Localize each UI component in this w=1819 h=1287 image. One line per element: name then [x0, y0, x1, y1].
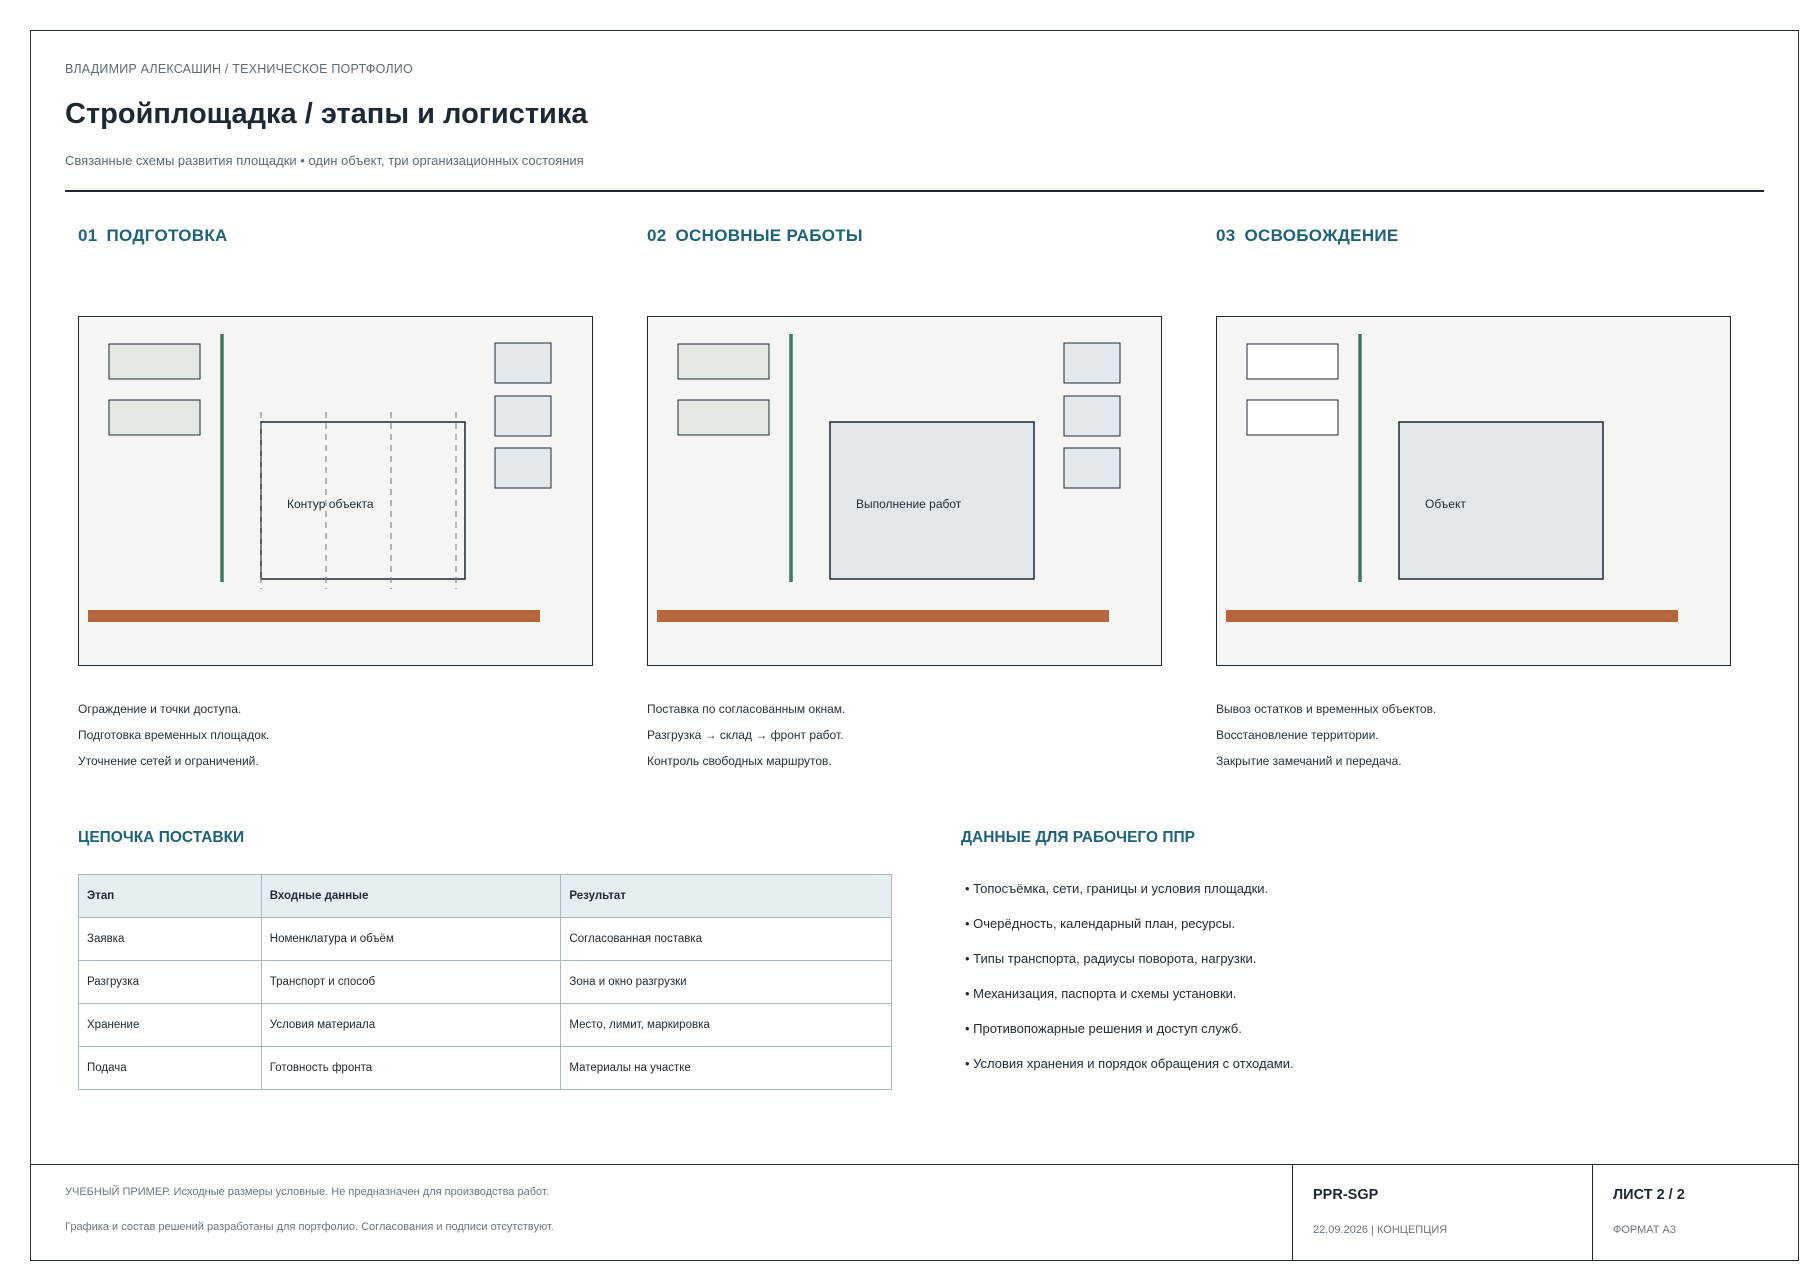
- building-label: Объект: [1425, 497, 1466, 511]
- author-breadcrumb: ВЛАДИМИР АЛЕКСАШИН / ТЕХНИЧЕСКОЕ ПОРТФОЛ…: [65, 62, 413, 76]
- table-cell: Номенклатура и объём: [260, 917, 562, 961]
- site-cabin: [494, 447, 552, 489]
- site-plan-main-works: Выполнение работ: [647, 316, 1162, 666]
- phase-panel-release: 03 ОСВОБОЖДЕНИЕ Объект Вывоз остатков и в…: [1216, 226, 1731, 768]
- title-block-code-cell: PPR-SGP 22.09.2026 | КОНЦЕПЦИЯ: [1292, 1165, 1592, 1261]
- site-cabin: [494, 395, 552, 437]
- table-cell: Хранение: [78, 1003, 262, 1047]
- access-road: [88, 610, 540, 622]
- drawing-sheet-frame: [30, 30, 1799, 1261]
- phase-note: Подготовка временных площадок.: [78, 728, 270, 742]
- phase-notes: Вывоз остатков и временных объектов. Вос…: [1216, 701, 1436, 779]
- title-block: УЧЕБНЫЙ ПРИМЕР. Исходные размеры условны…: [30, 1164, 1799, 1261]
- ppr-data-title: ДАННЫЕ ДЛЯ РАБОЧЕГО ППР: [961, 829, 1195, 846]
- building-label: Выполнение работ: [856, 497, 962, 511]
- table-cell: Место, лимит, маркировка: [560, 1003, 892, 1047]
- phase-note: Ограждение и точки доступа.: [78, 702, 242, 716]
- table-cell: Разгрузка: [78, 960, 262, 1004]
- table-row: Разгрузка Транспорт и способ Зона и окно…: [78, 960, 892, 1004]
- list-item: • Типы транспорта, радиусы поворота, наг…: [965, 951, 1257, 966]
- table-row: Заявка Номенклатура и объём Согласованна…: [78, 917, 892, 961]
- supply-chain-title: ЦЕПОЧКА ПОСТАВКИ: [78, 829, 245, 846]
- table-header-row: Этап Входные данные Результат: [78, 874, 892, 918]
- phase-title: 02 ОСНОВНЫЕ РАБОТЫ: [647, 226, 1162, 246]
- supply-chain-table: Этап Входные данные Результат Заявка Ном…: [78, 874, 892, 1090]
- phase-note: Вывоз остатков и временных объектов.: [1216, 702, 1437, 716]
- phase-note: Уточнение сетей и ограничений.: [78, 754, 259, 768]
- site-cabin: [1063, 395, 1121, 437]
- table-row: Хранение Условия материала Место, лимит,…: [78, 1003, 892, 1047]
- page-title: Стройплощадка / этапы и логистика: [65, 98, 588, 130]
- table-cell: Зона и окно разгрузки: [560, 960, 892, 1004]
- phase-note: Разгрузка → склад → фронт работ.: [647, 728, 844, 742]
- ppr-data-list: • Топосъёмка, сети, границы и условия пл…: [965, 880, 1294, 1090]
- cleared-area: [1246, 399, 1339, 436]
- phase-name: ОСВОБОЖДЕНИЕ: [1244, 226, 1399, 245]
- phase-note: Закрытие замечаний и передача.: [1216, 754, 1402, 768]
- phase-note: Поставка по согласованным окнам.: [647, 702, 846, 716]
- phase-name: ОСНОВНЫЕ РАБОТЫ: [675, 226, 863, 245]
- phase-number: 02: [647, 226, 667, 245]
- access-road: [1226, 610, 1678, 622]
- phase-title: 01 ПОДГОТОВКА: [78, 226, 593, 246]
- table-cell: Согласованная поставка: [560, 917, 892, 961]
- site-plan-preparation: Контур объекта: [78, 316, 593, 666]
- cleared-area: [1246, 343, 1339, 380]
- phase-note: Восстановление территории.: [1216, 728, 1379, 742]
- table-cell: Транспорт и способ: [260, 960, 562, 1004]
- table-cell: Материалы на участке: [560, 1046, 892, 1090]
- site-cabin: [494, 342, 552, 384]
- access-road: [657, 610, 1109, 622]
- phase-notes: Ограждение и точки доступа. Подготовка в…: [78, 701, 269, 779]
- phase-name: ПОДГОТОВКА: [106, 226, 228, 245]
- storage-area: [677, 343, 770, 380]
- phase-note: Контроль свободных маршрутов.: [647, 754, 832, 768]
- title-block-sheet-cell: ЛИСТ 2 / 2 ФОРМАТ А3: [1592, 1165, 1799, 1261]
- table-cell: Подача: [78, 1046, 262, 1090]
- header-divider: [65, 190, 1764, 192]
- drawing-code: PPR-SGP: [1313, 1187, 1379, 1203]
- list-item: • Механизация, паспорта и схемы установк…: [965, 986, 1237, 1001]
- column-header: Этап: [78, 874, 262, 918]
- table-cell: Заявка: [78, 917, 262, 961]
- list-item: • Условия хранения и порядок обращения с…: [965, 1056, 1294, 1071]
- list-item: • Очерёдность, календарный план, ресурсы…: [965, 916, 1236, 931]
- phase-number: 03: [1216, 226, 1236, 245]
- date-status: 22.09.2026 | КОНЦЕПЦИЯ: [1313, 1224, 1448, 1236]
- column-header: Входные данные: [260, 874, 562, 918]
- phase-notes: Поставка по согласованным окнам. Разгруз…: [647, 701, 845, 779]
- completed-building: [1398, 421, 1604, 580]
- table-row: Подача Готовность фронта Материалы на уч…: [78, 1046, 892, 1090]
- storage-area: [108, 343, 201, 380]
- storage-area: [108, 399, 201, 436]
- table-cell: Условия материала: [260, 1003, 562, 1047]
- sheet-number: ЛИСТ 2 / 2: [1613, 1187, 1685, 1203]
- storage-area: [677, 399, 770, 436]
- table-cell: Готовность фронта: [260, 1046, 562, 1090]
- list-item: • Топосъёмка, сети, границы и условия пл…: [965, 881, 1269, 896]
- site-plan-release: Объект: [1216, 316, 1731, 666]
- page-subtitle: Связанные схемы развития площадки • один…: [65, 153, 584, 168]
- column-header: Результат: [560, 874, 892, 918]
- sheet-format: ФОРМАТ А3: [1613, 1224, 1677, 1236]
- building-in-progress: [829, 421, 1035, 580]
- phase-number: 01: [78, 226, 98, 245]
- phase-panel-preparation: 01 ПОДГОТОВКА Контур объекта Ограждение и…: [78, 226, 593, 768]
- site-cabin: [1063, 342, 1121, 384]
- site-cabin: [1063, 447, 1121, 489]
- phase-title: 03 ОСВОБОЖДЕНИЕ: [1216, 226, 1731, 246]
- building-label: Контур объекта: [287, 497, 374, 511]
- phase-panel-main-works: 02 ОСНОВНЫЕ РАБОТЫ Выполнение работ Поста…: [647, 226, 1162, 768]
- disclaimer-line: Графика и состав решений разработаны для…: [65, 1221, 554, 1233]
- list-item: • Противопожарные решения и доступ служб…: [965, 1021, 1242, 1036]
- disclaimer-line: УЧЕБНЫЙ ПРИМЕР. Исходные размеры условны…: [65, 1186, 549, 1198]
